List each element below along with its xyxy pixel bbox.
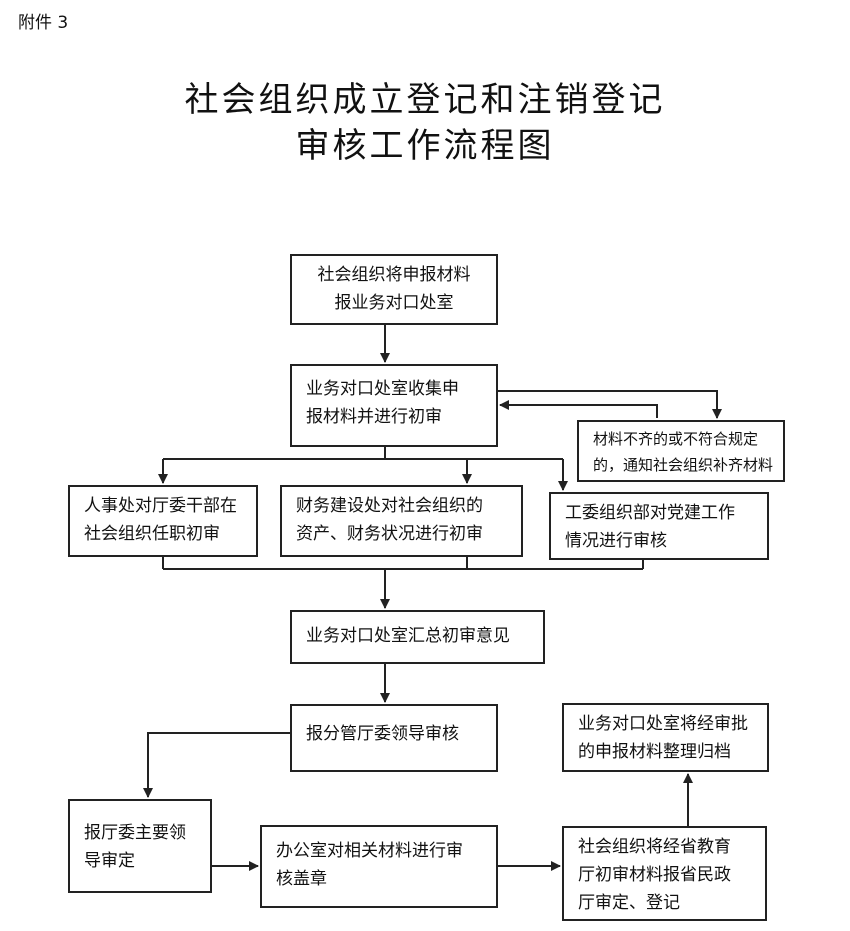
node-incomplete-line2: 的，通知社会组织补齐材料: [593, 456, 774, 474]
node-chief: 报厅委主要领 导审定: [68, 799, 212, 893]
node-personnel-line1: 人事处对厅委干部在: [84, 496, 237, 516]
node-leader-line1: 报分管厅委领导审核: [306, 724, 459, 744]
node-office: 办公室对相关材料进行审 核盖章: [260, 825, 498, 908]
node-personnel: 人事处对厅委干部在 社会组织任职初审: [68, 485, 258, 557]
arrow-incomplete-collect: [499, 400, 658, 418]
node-collect: 业务对口处室收集申 报材料并进行初审: [290, 364, 498, 447]
node-archive: 业务对口处室将经审批 的申报材料整理归档: [562, 703, 769, 772]
node-chief-line1: 报厅委主要领: [84, 823, 186, 843]
node-finance-line2: 资产、财务状况进行初审: [296, 524, 483, 544]
node-summary: 业务对口处室汇总初审意见: [290, 610, 545, 664]
node-submit-line1: 社会组织将申报材料: [317, 265, 471, 285]
node-summary-line1: 业务对口处室汇总初审意见: [306, 626, 510, 646]
node-chief-line2: 导审定: [84, 851, 135, 871]
node-submit-line2: 报业务对口处室: [334, 293, 454, 313]
arrow-leader-chief: [143, 732, 290, 798]
node-office-line2: 核盖章: [276, 869, 327, 889]
node-party-line1: 工委组织部对党建工作: [565, 503, 735, 523]
node-leader: 报分管厅委领导审核: [290, 704, 498, 772]
page-title-line2: 审核工作流程图: [295, 126, 555, 166]
node-incomplete-line1: 材料不齐的或不符合规定: [593, 430, 759, 448]
node-party-line2: 情况进行审核: [565, 531, 667, 551]
node-submit: 社会组织将申报材料 报业务对口处室: [290, 254, 498, 325]
node-party: 工委组织部对党建工作 情况进行审核: [549, 492, 769, 560]
node-finance: 财务建设处对社会组织的 资产、财务状况进行初审: [280, 485, 523, 557]
node-report-line2: 厅初审材料报省民政: [578, 865, 731, 885]
node-report-line1: 社会组织将经省教育: [578, 837, 731, 857]
node-incomplete: 材料不齐的或不符合规定 的，通知社会组织补齐材料: [577, 420, 785, 482]
node-office-line1: 办公室对相关材料进行审: [276, 841, 463, 861]
attachment-label: 附件 3: [18, 13, 69, 33]
node-collect-line1: 业务对口处室收集申: [306, 379, 459, 399]
arrow-collect-incomplete: [498, 390, 722, 419]
page-title-line1: 社会组织成立登记和注销登记: [184, 80, 666, 120]
node-report: 社会组织将经省教育 厅初审材料报省民政 厅审定、登记: [562, 826, 767, 921]
node-finance-line1: 财务建设处对社会组织的: [296, 496, 483, 516]
node-archive-line2: 的申报材料整理归档: [578, 742, 731, 762]
node-report-line3: 厅审定、登记: [578, 893, 680, 913]
node-collect-line2: 报材料并进行初审: [306, 407, 442, 427]
node-archive-line1: 业务对口处室将经审批: [578, 714, 748, 734]
node-personnel-line2: 社会组织任职初审: [84, 524, 220, 544]
